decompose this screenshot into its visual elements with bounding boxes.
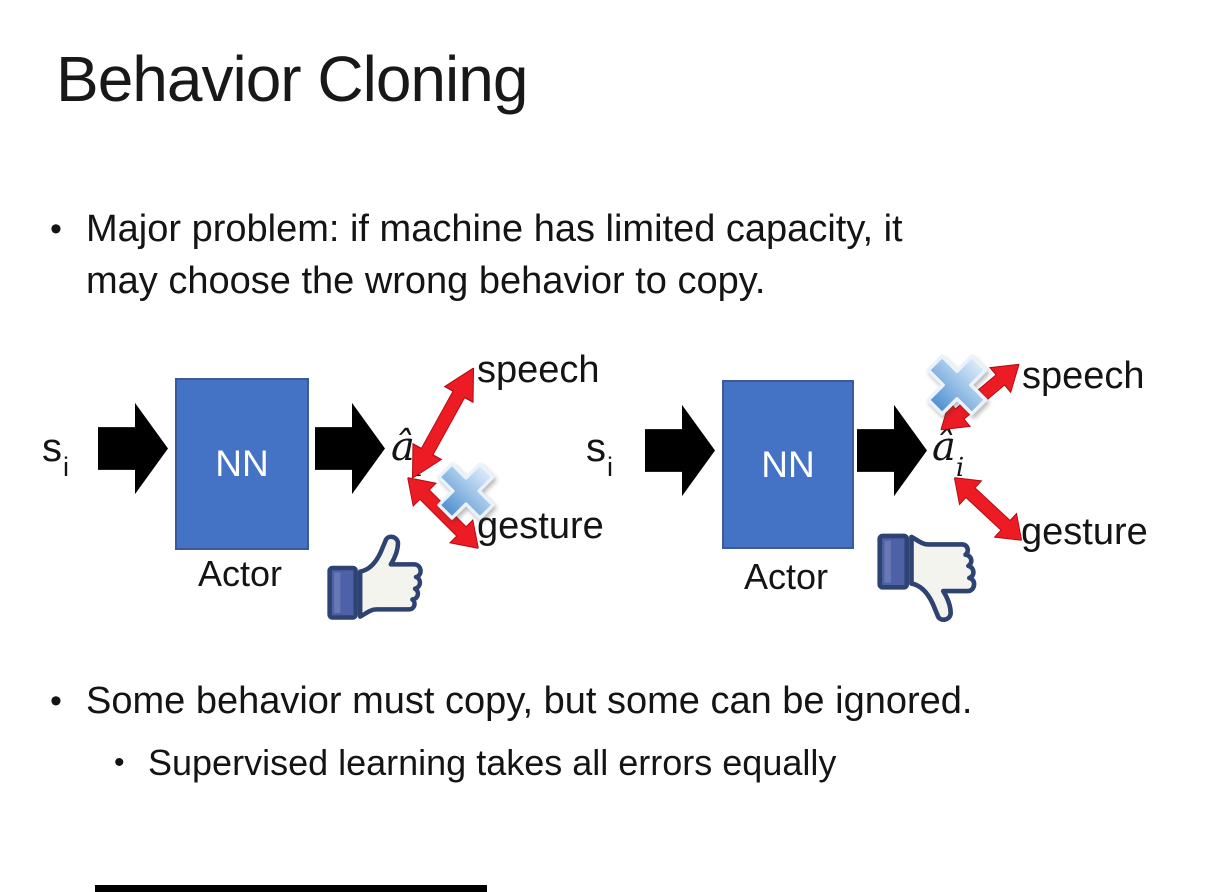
right-speech-label: speech: [1022, 355, 1145, 397]
right-nn-box: NN: [722, 380, 854, 549]
bullet-marker: •: [50, 210, 62, 248]
slide-title: Behavior Cloning: [56, 43, 528, 115]
right-input-arrow-icon: [645, 402, 715, 499]
left-output-arrow-icon: [315, 400, 385, 497]
right-input-state-label: si: [586, 426, 613, 482]
right-cross-out-icon: [922, 350, 992, 420]
bullet-major-problem: • Major problem: if machine has limited …: [50, 203, 1130, 307]
right-nn-label: NN: [761, 443, 815, 485]
bullet-major-problem-text: Major problem: if machine has limited ca…: [86, 208, 903, 302]
sub-bullet-supervised-text: Supervised learning takes all errors equ…: [148, 742, 837, 783]
thumbs-up-icon: [322, 532, 438, 622]
right-output-sub: i: [955, 453, 965, 483]
right-gesture-double-arrow-icon: [941, 464, 1034, 555]
left-cross-out-icon: [433, 458, 499, 524]
left-input-state-label: si: [42, 426, 69, 482]
right-gesture-label: gesture: [1021, 511, 1148, 553]
left-actor-label: Actor: [197, 553, 283, 594]
bullet-marker: •: [114, 746, 125, 779]
bullet-marker: •: [50, 682, 62, 720]
bottom-cropped-bar: [95, 885, 487, 892]
right-actor-label: Actor: [743, 556, 829, 597]
left-output-base: â: [391, 424, 415, 470]
left-gesture-label: gesture: [477, 505, 604, 547]
sub-bullet-supervised: • Supervised learning takes all errors e…: [114, 738, 1154, 788]
bullet-some-behavior: • Some behavior must copy, but some can …: [50, 675, 1160, 727]
thumbs-down-icon: [876, 530, 988, 626]
left-input-base: s: [42, 426, 62, 470]
left-input-sub: i: [63, 452, 69, 482]
right-input-base: s: [586, 426, 606, 470]
left-speech-label: speech: [477, 349, 600, 391]
bullet-some-behavior-text: Some behavior must copy, but some can be…: [86, 680, 973, 722]
left-speech-double-arrow-icon: [396, 359, 490, 488]
left-input-arrow-icon: [98, 400, 168, 497]
left-nn-box: NN: [175, 378, 309, 550]
right-input-sub: i: [607, 452, 613, 482]
left-gesture-double-arrow-icon: [394, 464, 492, 562]
left-nn-label: NN: [215, 443, 269, 484]
right-output-base: â: [932, 424, 956, 470]
right-output-action-label: âi: [932, 424, 964, 483]
right-output-arrow-icon: [857, 402, 927, 499]
